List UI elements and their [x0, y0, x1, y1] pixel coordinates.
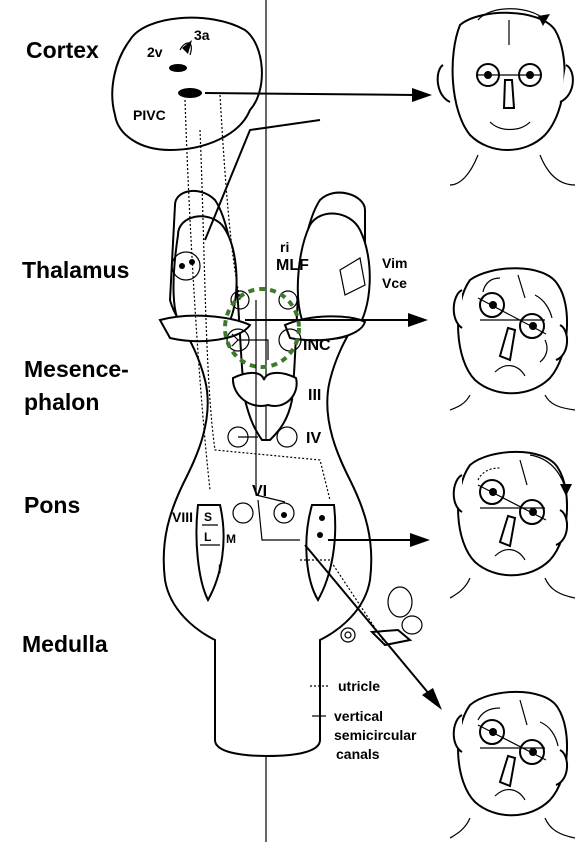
arrow-cortex-head — [412, 88, 432, 102]
face-cortex — [438, 9, 575, 185]
label-mlf: MLF — [276, 257, 309, 274]
cochlea — [341, 628, 355, 642]
label-mesencephalon-2: phalon — [24, 389, 99, 415]
legend-vertical-2: semicircular — [334, 727, 417, 743]
label-3a: 3a — [194, 27, 210, 43]
vn-right-dot-2 — [319, 515, 325, 521]
face-3-ear-left — [454, 475, 462, 512]
semicircular-canal-2 — [402, 616, 422, 634]
face-1-shoulders — [450, 155, 575, 185]
face-2-shoulders — [450, 395, 575, 410]
face-pons — [450, 452, 575, 598]
label-iii: III — [308, 387, 321, 404]
face-4-shoulders — [450, 818, 575, 838]
face-3-shoulders — [450, 578, 575, 598]
label-mesencephalon-1: Mesence- — [24, 356, 129, 382]
cortex-hemisphere — [112, 18, 262, 150]
cochlea-inner — [345, 632, 351, 638]
legend-vertical-3: canals — [336, 746, 380, 762]
semicircular-canal-1 — [388, 587, 412, 617]
label-i: I — [218, 562, 221, 576]
arrow-inc-head — [408, 313, 428, 327]
label-thalamus: Thalamus — [22, 257, 129, 283]
face-1-nose — [504, 80, 514, 108]
label-s: S — [204, 510, 212, 524]
inc-connection — [250, 340, 268, 360]
arrow-pons-head — [410, 533, 430, 547]
label-ri: ri — [280, 239, 289, 255]
face-2-ear-left — [454, 290, 462, 328]
pivc-spot — [178, 88, 202, 98]
label-vim: Vim — [382, 255, 407, 271]
label-l: L — [204, 530, 211, 544]
area-2v-spot — [169, 64, 187, 72]
label-vce: Vce — [382, 275, 407, 291]
face-1-ear-left — [438, 65, 450, 102]
label-cortex: Cortex — [26, 37, 99, 63]
label-pons: Pons — [24, 492, 80, 518]
legend-utricle: utricle — [338, 678, 380, 694]
vn-right-dot-1 — [317, 532, 323, 538]
label-m: M — [226, 532, 236, 546]
vi-right-dot — [281, 512, 287, 518]
relay-dot-1 — [179, 263, 185, 269]
legend-vertical-1: vertical — [334, 708, 383, 724]
label-pivc: PIVC — [133, 107, 166, 123]
face-inc — [450, 268, 575, 410]
label-vi: VI — [252, 483, 267, 500]
face-medulla — [450, 692, 575, 838]
face-4-ear-left — [454, 715, 462, 752]
label-inc: INC — [303, 337, 331, 354]
arrow-medulla-head — [422, 688, 442, 710]
label-2v: 2v — [147, 44, 163, 60]
label-medulla: Medulla — [22, 631, 108, 657]
label-viii: VIII — [172, 509, 193, 525]
face-3-outline — [458, 452, 567, 575]
face-4-outline — [458, 692, 567, 815]
label-iv: IV — [306, 430, 321, 447]
